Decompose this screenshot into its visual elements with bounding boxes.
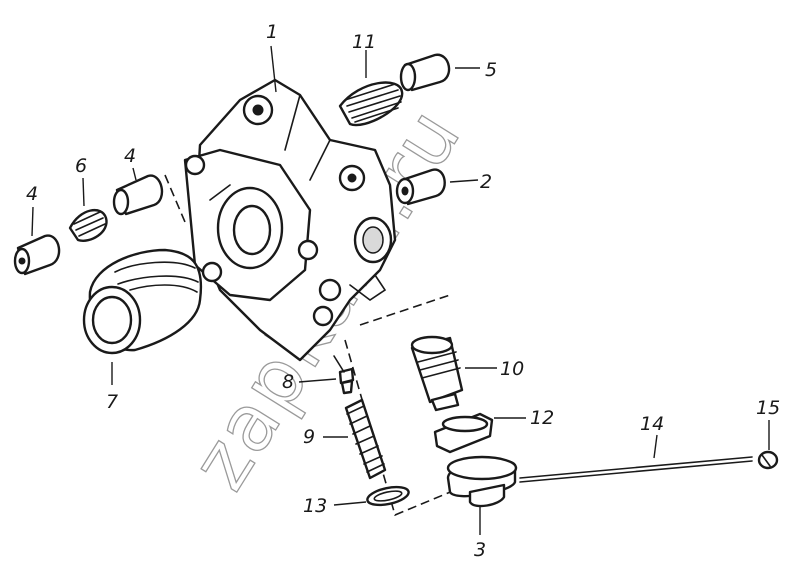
spring-11 <box>338 81 404 127</box>
callout-2: 2 <box>480 171 492 193</box>
pin-8 <box>333 355 355 395</box>
nut-12 <box>433 412 494 454</box>
bush-2 <box>395 168 446 206</box>
washer-13 <box>366 485 410 507</box>
spring-9 <box>344 398 387 480</box>
callout-15: 15 <box>756 397 780 419</box>
spring-6 <box>68 208 108 242</box>
callout-10: 10 <box>500 358 524 380</box>
callout-3: 3 <box>474 539 486 561</box>
pump-housing <box>183 78 397 362</box>
callout-7: 7 <box>106 391 118 413</box>
callout-4-lower: 4 <box>26 183 38 205</box>
rod-14 <box>519 456 753 483</box>
assembly-line-left <box>164 174 186 223</box>
callout-8: 8 <box>282 371 294 393</box>
callout-13: 13 <box>303 495 327 517</box>
plug-4-upper <box>112 174 164 216</box>
callout-6: 6 <box>75 155 87 177</box>
cap-15 <box>757 450 779 470</box>
callout-labels: 1 2 3 4 4 5 6 7 8 9 10 11 12 13 14 15 <box>26 21 780 561</box>
callout-1: 1 <box>266 21 278 43</box>
plug-4-lower <box>13 234 61 276</box>
callout-5: 5 <box>485 59 497 81</box>
valve-body-10 <box>410 335 464 412</box>
callout-12: 12 <box>530 407 554 429</box>
cap-3 <box>446 455 518 508</box>
assembly-line-bottom <box>344 294 461 517</box>
callout-11: 11 <box>352 31 376 53</box>
callout-14: 14 <box>640 413 664 435</box>
callout-9: 9 <box>303 426 315 448</box>
sleeve-7 <box>82 248 203 355</box>
leader-lines <box>31 45 770 535</box>
callout-4-upper: 4 <box>124 145 136 167</box>
plug-5 <box>399 53 451 92</box>
